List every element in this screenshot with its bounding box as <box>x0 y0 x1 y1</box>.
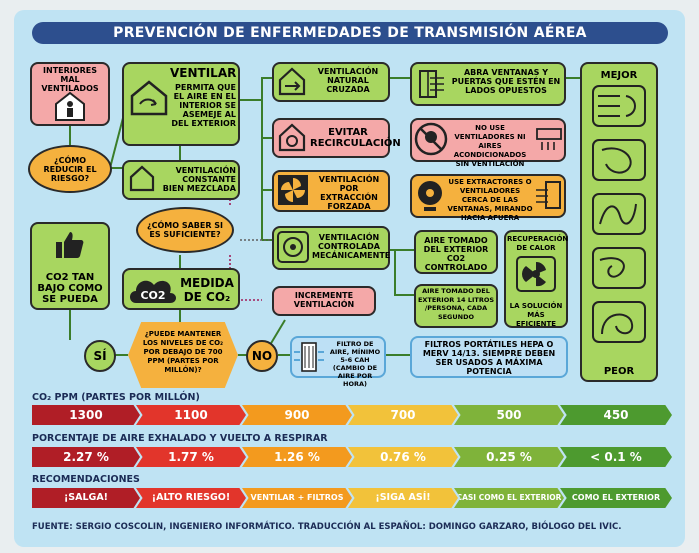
window-outflow-icon <box>536 181 561 209</box>
rec-band: ¡SALGA! ¡ALTO RIESGO! VENTILAR + FILTROS… <box>32 488 672 508</box>
page-title: PREVENCIÓN DE ENFERMEDADES DE TRANSMISIÓ… <box>32 22 668 44</box>
ppm-band: 1300 1100 900 700 500 450 <box>32 405 672 425</box>
vent-controlada-label: VENTILACIÓN CONTROLADA MECÁNICAMENTE <box>312 233 391 260</box>
aire-seg-4: 0.25 % <box>454 447 564 467</box>
window-wind-icon <box>419 70 444 98</box>
aire-litros-label: AIRE TOMADO DEL EXTERIOR 14 LITROS /PERS… <box>417 287 495 321</box>
aire-band-title: PORCENTAJE DE AIRE EXHALADO Y VUELTO A R… <box>32 433 328 444</box>
ventilation-unit-icon <box>277 231 309 263</box>
rec-seg-0: ¡SALGA! <box>32 488 140 508</box>
rec-seg-4: CASI COMO EL EXTERIOR <box>454 488 564 508</box>
no-use-label: NO USE VENTILADORES NI AIRES ACONDICIONA… <box>453 124 527 168</box>
aire-co2-label: AIRE TOMADO DEL EXTERIOR CO2 CONTROLADO <box>423 236 489 272</box>
cloud-co2-icon <box>130 280 176 303</box>
peor-label: PEOR <box>603 366 635 377</box>
ppm-seg-2: 900 <box>242 405 352 425</box>
medida-co2-label: MEDIDA DE CO₂ <box>180 276 234 304</box>
interiores-label: INTERIORES MAL VENTILADOS <box>41 66 99 93</box>
air-filter-icon <box>294 342 324 372</box>
house-airflow-icon <box>130 80 168 116</box>
aire-seg-5: < 0.1 % <box>560 447 672 467</box>
vent-constante-label: VENTILACIÓN CONSTANTE BIEN MEZCLADA <box>162 166 236 193</box>
aire-band: 2.27 % 1.77 % 1.26 % 0.76 % 0.25 % < 0.1… <box>32 447 672 467</box>
filtros-portatiles-box <box>410 336 568 378</box>
ppm-seg-5: 450 <box>560 405 672 425</box>
air-conditioner-icon <box>536 128 562 150</box>
si-label: SÍ <box>93 349 107 363</box>
vent-extraccion-label: VENTILACIÓN POR EXTRACCIÓN FORZADA <box>318 175 380 211</box>
ppm-band-title: CO₂ PPM (PARTES POR MILLÓN) <box>32 392 200 403</box>
rec-seg-5: COMO EL EXTERIOR <box>560 488 672 508</box>
incremente-box <box>272 286 376 316</box>
aire-litros-box <box>414 284 498 328</box>
ventilar-box <box>122 62 240 146</box>
filtro-label: FILTRO DE AIRE, MÍNIMO 5-6 CAH (CAMBIO D… <box>329 340 381 388</box>
ppm-seg-0: 1300 <box>32 405 140 425</box>
rec-band-title: RECOMENDACIONES <box>32 474 140 485</box>
solucion-label: LA SOLUCIÓN MÁS EFICIENTE <box>509 302 563 328</box>
aire-seg-3: 0.76 % <box>348 447 458 467</box>
no-label: NO <box>251 349 273 363</box>
no-fan-icon <box>414 122 448 156</box>
como-saber-oval: ¿CÓMO SABER SI ES SUFICIENTE? <box>136 207 234 253</box>
como-reducir-oval: ¿CÓMO REDUCIR EL RIESGO? <box>28 145 112 193</box>
no-oval: NO <box>246 340 278 372</box>
heat-recovery-icon <box>516 256 556 292</box>
evitar-label: EVITAR RECIRCULACIÓN <box>310 127 401 149</box>
ventilar-desc: PERMITA QUE EL AIRE EN EL INTERIOR SE AS… <box>171 83 236 128</box>
thumbs-up-icon <box>56 232 84 258</box>
house-outline-icon <box>129 165 155 192</box>
use-extractores-label: USE EXTRACTORES O VENTILADORES CERCA DE … <box>447 178 533 222</box>
vent-natural-label: VENTILACIÓN NATURAL CRUZADA <box>317 67 379 94</box>
puede-mantener-label: ¿PUEDE MANTENER LOS NIVELES DE CO₂ POR D… <box>142 330 224 374</box>
como-saber-label: ¿CÓMO SABER SI ES SUFICIENTE? <box>146 221 224 239</box>
ventilar-title: VENTILAR <box>170 66 237 80</box>
aire-seg-2: 1.26 % <box>242 447 352 467</box>
mejor-label: MEJOR <box>600 70 638 81</box>
aire-seg-0: 2.27 % <box>32 447 140 467</box>
vent-natural-box <box>272 62 390 102</box>
co2-icon-label: CO2 <box>140 289 166 302</box>
recuperacion-label: RECUPERACIÓN DE CALOR <box>507 235 569 252</box>
aire-co2-box <box>414 230 498 274</box>
house-wind-icon <box>278 67 306 96</box>
abra-ventanas-label: ABRA VENTANAS Y PUERTAS QUE ESTÉN EN LAD… <box>451 68 561 95</box>
rec-seg-3: ¡SIGA ASÍ! <box>348 488 458 508</box>
filtros-portatiles-label: FILTROS PORTÁTILES HEPA O MERV 14/13. SI… <box>422 340 556 376</box>
fan-icon <box>418 181 442 211</box>
house-person-icon <box>55 91 85 121</box>
room-airflow-icons <box>592 85 646 343</box>
co2-bajo-label: CO2 TAN BAJO COMO SE PUEDA <box>37 272 103 305</box>
como-reducir-label: ¿CÓMO REDUCIR EL RIESGO? <box>43 155 97 183</box>
house-recirculation-icon <box>278 123 306 152</box>
ppm-seg-3: 700 <box>348 405 458 425</box>
si-oval: SÍ <box>84 340 116 372</box>
rec-seg-1: ¡ALTO RIESGO! <box>136 488 246 508</box>
rec-seg-2: VENTILAR + FILTROS <box>242 488 352 508</box>
extractor-fan-icon <box>278 175 308 205</box>
puede-mantener-hex <box>128 322 238 388</box>
ppm-seg-4: 500 <box>454 405 564 425</box>
vent-constante-box <box>122 160 240 200</box>
aire-seg-1: 1.77 % <box>136 447 246 467</box>
recuperacion-box <box>504 230 568 328</box>
incremente-label: INCREMENTE VENTILACIÓN <box>293 291 355 309</box>
ppm-seg-1: 1100 <box>136 405 246 425</box>
source-credit: FUENTE: SERGIO COSCOLIN, INGENIERO INFOR… <box>32 522 622 532</box>
